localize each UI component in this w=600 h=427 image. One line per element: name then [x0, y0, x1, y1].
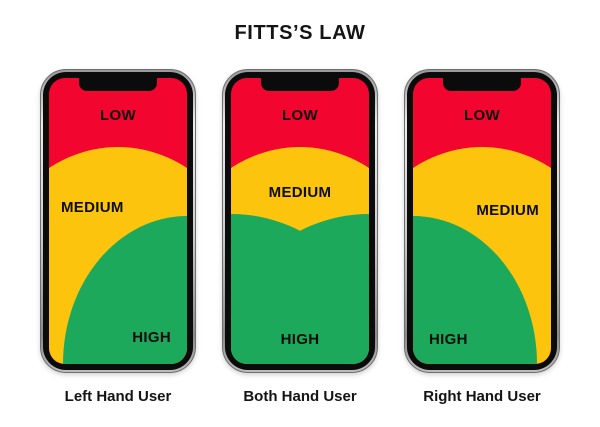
notch — [79, 78, 157, 91]
phone-block-left-hand: LOW MEDIUM HIGH Left Hand User — [40, 69, 196, 405]
medium-label: MEDIUM — [476, 202, 539, 219]
phone-block-right-hand: LOW MEDIUM HIGH Right Hand User — [404, 69, 560, 405]
medium-label: MEDIUM — [61, 199, 124, 216]
phone-block-both-hand: LOW MEDIUM HIGH Both Hand User — [222, 69, 378, 405]
low-label: LOW — [282, 107, 318, 124]
low-label: LOW — [464, 107, 500, 124]
phone-caption-both-hand: Both Hand User — [243, 388, 357, 405]
high-label: HIGH — [429, 331, 468, 348]
low-zone: LOW MEDIUM HIGH — [413, 78, 551, 364]
high-label: HIGH — [280, 331, 320, 348]
phone-caption-right-hand: Right Hand User — [423, 388, 541, 405]
low-zone: LOW MEDIUM HIGH — [49, 78, 187, 364]
phone-frame: LOW MEDIUM HIGH — [404, 69, 560, 373]
phones-row: LOW MEDIUM HIGH Left Hand User LOW MEDIU… — [0, 69, 600, 405]
medium-label: MEDIUM — [268, 184, 332, 201]
page-title: FITTS’S LAW — [234, 22, 366, 44]
notch — [443, 78, 521, 91]
low-label: LOW — [100, 107, 136, 124]
phone-frame: LOW MEDIUM HIGH — [40, 69, 196, 373]
phone-bezel: LOW MEDIUM HIGH — [43, 72, 193, 370]
phone-bezel: LOW MEDIUM HIGH — [225, 72, 375, 370]
phone-bezel: LOW MEDIUM HIGH — [407, 72, 557, 370]
phone-frame: LOW MEDIUM HIGH — [222, 69, 378, 373]
notch — [261, 78, 339, 91]
phone-caption-left-hand: Left Hand User — [64, 388, 172, 405]
low-zone: LOW MEDIUM HIGH — [231, 78, 369, 364]
high-label: HIGH — [132, 329, 171, 346]
